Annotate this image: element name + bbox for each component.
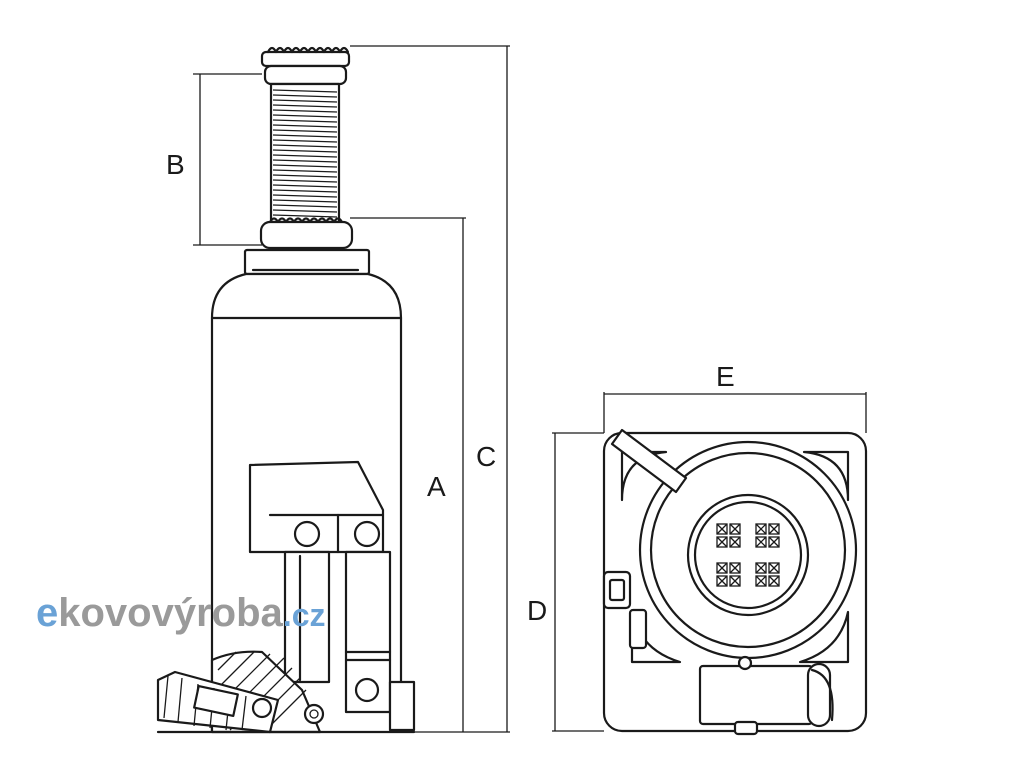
extension-screw xyxy=(259,46,354,250)
pump-socket xyxy=(698,655,834,736)
release-arm xyxy=(610,428,688,494)
knurl-cell xyxy=(755,523,767,535)
knurl-cell xyxy=(755,536,767,548)
jack-top-view: E D xyxy=(527,361,868,736)
screw-thread-line xyxy=(272,114,338,118)
dimension-label-a: A xyxy=(427,471,446,502)
screw-thread-line xyxy=(272,99,338,103)
dimension-lines-top xyxy=(552,392,867,732)
screw-thread-line xyxy=(272,164,338,168)
pump-mechanism xyxy=(248,460,416,732)
jack-side-view: B A C xyxy=(156,45,510,734)
screw-thread-line xyxy=(272,144,338,148)
screw-thread-line xyxy=(272,129,338,133)
screw-thread-line xyxy=(272,169,338,173)
screw-thread-line xyxy=(272,119,338,123)
knurl-cell xyxy=(716,536,728,548)
screw-thread-line xyxy=(272,204,338,208)
knurl-cell xyxy=(755,562,767,574)
screw-thread-line xyxy=(272,154,338,158)
saddle-knurl-grid xyxy=(716,523,780,587)
dimension-label-b: B xyxy=(166,149,185,180)
knurl-cell xyxy=(729,536,741,548)
screw-thread-line xyxy=(272,109,338,113)
knurl-cell xyxy=(755,575,767,587)
watermark-logo: ekovovýroba.cz xyxy=(36,591,325,635)
screw-thread-line xyxy=(272,104,338,108)
base-corner-slots xyxy=(620,450,850,664)
screw-thread-line xyxy=(272,179,338,183)
screw-thread-line xyxy=(272,94,338,98)
knurl-cell xyxy=(716,562,728,574)
watermark-tld: .cz xyxy=(283,597,326,633)
dimension-label-c: C xyxy=(476,441,496,472)
knurl-cell xyxy=(729,575,741,587)
screw-thread-line xyxy=(272,159,338,163)
dimension-label-d: D xyxy=(527,595,547,626)
screw-thread-line xyxy=(272,124,338,128)
ram-saddle xyxy=(686,493,810,617)
knurl-cell xyxy=(716,575,728,587)
knurl-cell xyxy=(729,523,741,535)
screw-thread-line xyxy=(272,139,338,143)
screw-thread-line xyxy=(272,89,338,93)
knurl-cell xyxy=(768,562,780,574)
screw-thread-line xyxy=(272,209,338,213)
knurl-cell xyxy=(729,562,741,574)
watermark-roba: roba xyxy=(196,591,283,635)
knurl-cell xyxy=(768,523,780,535)
screw-thread-line xyxy=(272,149,338,153)
knurl-cell xyxy=(716,523,728,535)
base-handle-socket xyxy=(156,650,416,734)
screw-thread-line xyxy=(272,174,338,178)
screw-thread-line xyxy=(272,199,338,203)
watermark-e: e xyxy=(36,591,58,635)
knurl-cell xyxy=(768,575,780,587)
dimension-lines-side xyxy=(193,45,510,733)
screw-thread-line xyxy=(272,184,338,188)
release-valve xyxy=(602,570,648,650)
knurl-cell xyxy=(768,536,780,548)
screw-thread-line xyxy=(272,189,338,193)
watermark-kovovy: kovový xyxy=(58,591,197,635)
screw-thread-line xyxy=(272,194,338,198)
dimension-label-e: E xyxy=(716,361,735,392)
screw-thread-line xyxy=(272,134,338,138)
screw-thread-line xyxy=(272,214,338,218)
svg-text:ekovovýroba.cz: ekovovýroba.cz xyxy=(36,591,325,635)
